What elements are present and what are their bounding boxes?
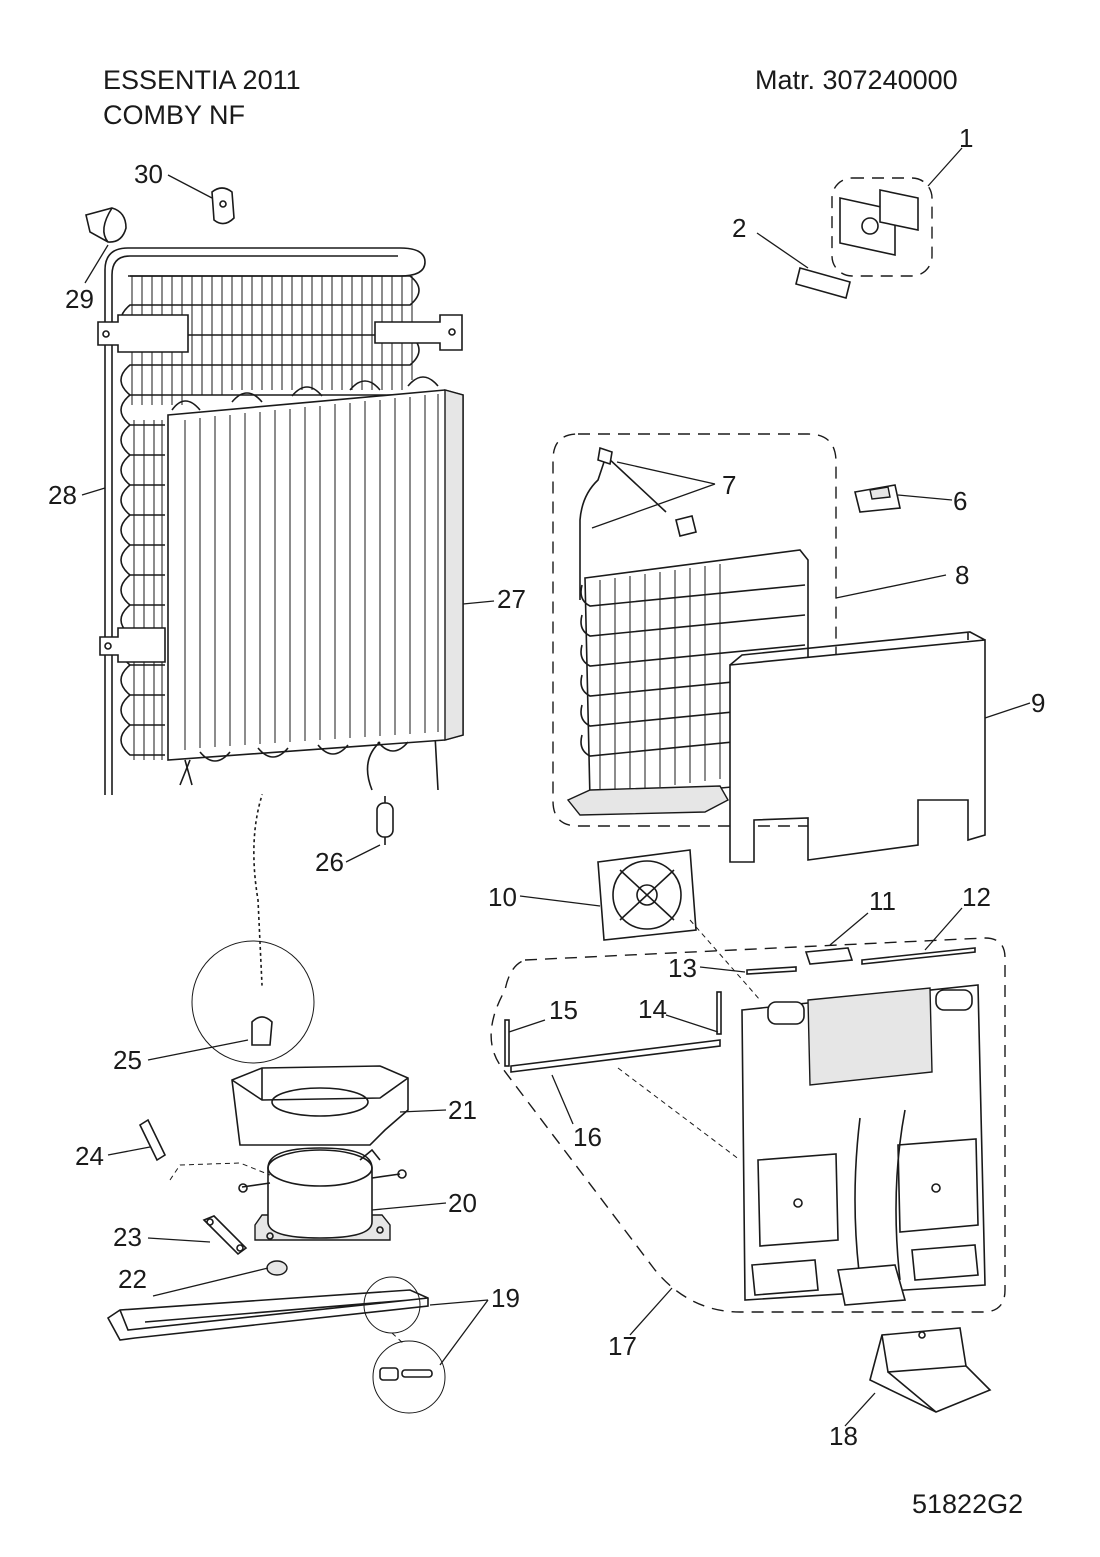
callout-15: 15: [549, 995, 578, 1025]
material-number: Matr. 307240000: [755, 65, 958, 95]
strip-part-16: [510, 1039, 721, 1073]
callout-16: 16: [573, 1122, 602, 1152]
base-plate-part-19: [106, 1276, 446, 1414]
callout-29: 29: [65, 284, 94, 314]
model-variant: COMBY NF: [103, 100, 246, 130]
callout-24: 24: [75, 1141, 104, 1171]
callout-10: 10: [488, 882, 517, 912]
model-name: ESSENTIA 2011: [103, 65, 301, 95]
bracket-part-18: [869, 1327, 992, 1413]
cap-part-29: [85, 207, 127, 243]
callout-18: 18: [829, 1421, 858, 1451]
compressor-part-20: [238, 1147, 407, 1241]
callout-30: 30: [134, 159, 163, 189]
callout-11: 11: [869, 886, 896, 916]
evaporator-cover-part-9: [729, 631, 986, 863]
drawing-code: 51822G2: [912, 1489, 1024, 1519]
callout-6: 6: [953, 486, 967, 516]
callout-14: 14: [638, 994, 667, 1024]
condenser-part-28: [97, 247, 463, 795]
callout-19: 19: [491, 1283, 520, 1313]
callout-26: 26: [315, 847, 344, 877]
callout-13: 13: [668, 953, 697, 983]
control-box-part-1: [831, 177, 933, 277]
dryer-filter-part-26: [376, 796, 394, 845]
callout-27: 27: [497, 584, 526, 614]
callout-7: 7: [722, 470, 736, 500]
callout-9: 9: [1031, 688, 1045, 718]
cap-part-30: [211, 187, 235, 225]
strip-part-14: [716, 991, 722, 1035]
clip-part-6: [854, 484, 901, 513]
callout-23: 23: [113, 1222, 142, 1252]
callout-2: 2: [732, 213, 746, 243]
callout-22: 22: [118, 1264, 147, 1294]
callout-8: 8: [955, 560, 969, 590]
leader-lines: [81, 147, 1031, 1427]
strip-part-15: [504, 1019, 510, 1067]
tube-part-24: [138, 1118, 167, 1162]
callout-28: 28: [48, 480, 77, 510]
callout-12: 12: [962, 882, 991, 912]
condenser-panel-part-27: [167, 376, 464, 791]
callout-17: 17: [608, 1331, 637, 1361]
assembly-guides: [169, 919, 761, 1346]
strip-part-13: [746, 966, 797, 975]
callout-labels: 1 2 6 7 8 9 10 11 12 13 14 15 16 17 18 1…: [48, 123, 1045, 1451]
knob-part-2: [795, 267, 851, 299]
callout-20: 20: [448, 1188, 477, 1218]
callout-25: 25: [113, 1045, 142, 1075]
pad-part-11: [804, 947, 854, 965]
callout-21: 21: [448, 1095, 477, 1125]
back-panel-part-17: [490, 937, 1006, 1313]
compressor-tray-part-21: [231, 1065, 409, 1146]
drain-hose-part-25: [191, 793, 315, 1064]
strip-part-12: [861, 947, 976, 965]
fan-part-10: [597, 849, 697, 941]
callout-1: 1: [959, 123, 973, 153]
sensor-part-7: [579, 446, 697, 600]
grommet-part-22: [266, 1260, 288, 1276]
clip-part-23: [202, 1215, 248, 1256]
